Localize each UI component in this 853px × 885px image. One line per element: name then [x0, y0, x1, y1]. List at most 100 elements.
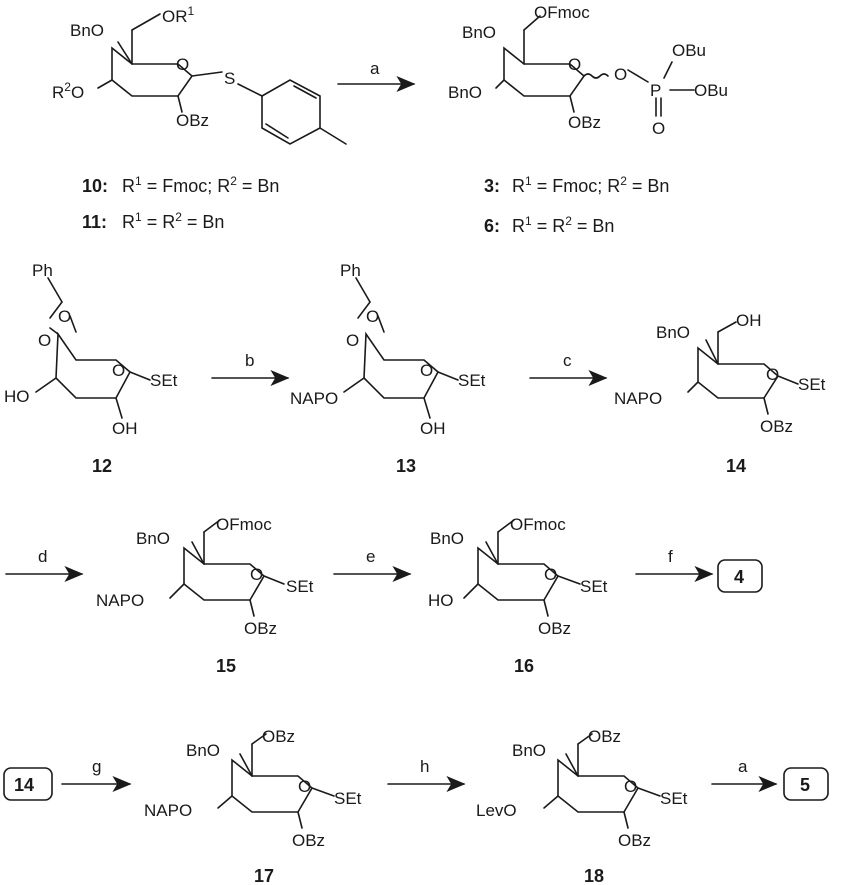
ring-o-label-15: O: [250, 565, 263, 584]
bno-label-17: BnO: [186, 741, 220, 760]
set-label-18: SEt: [660, 789, 688, 808]
ho-label-16: HO: [428, 591, 454, 610]
set-label-17: SEt: [334, 789, 362, 808]
napo-label-15: NAPO: [96, 591, 144, 610]
ring-o-label-18: O: [624, 777, 637, 796]
compound-10-label: 10:: [82, 176, 108, 196]
compound-13-label: 13: [396, 456, 416, 476]
structure-14: [687, 321, 799, 415]
napo-label-17: NAPO: [144, 801, 192, 820]
obz-label-18: OBz: [618, 831, 651, 850]
structure-16: [463, 519, 581, 617]
ph-label-13: Ph: [340, 261, 361, 280]
ring-oxygen-label: O: [176, 55, 189, 74]
acetal-o2-label-12: O: [38, 331, 51, 350]
structure-13: [343, 277, 459, 419]
compound-5-label: 5: [800, 775, 810, 795]
structure-10: [97, 13, 347, 145]
structure-15: [169, 519, 285, 617]
step-d-label: d: [38, 547, 47, 566]
set-label-14: SEt: [798, 375, 826, 394]
compound-14-label: 14: [726, 456, 746, 476]
ring-oxygen-label-3: O: [568, 55, 581, 74]
structure-12: [35, 277, 151, 419]
compound-6-label: 6:: [484, 216, 500, 236]
compound-4-box: [717, 559, 763, 593]
r2o-label: R2O: [52, 80, 84, 102]
compound-3-label: 3:: [484, 176, 500, 196]
obz-top-label-17: OBz: [262, 727, 295, 746]
set-label-16: SEt: [580, 577, 608, 596]
step-b-label: b: [245, 351, 254, 370]
oh-label-13: OH: [420, 419, 446, 438]
obz-label-16: OBz: [538, 619, 571, 638]
phosphoryl-oxygen-label: O: [652, 119, 665, 138]
step-a-label: a: [370, 59, 380, 78]
set-label-12: SEt: [150, 371, 178, 390]
napo-label-13: NAPO: [290, 389, 338, 408]
or1-label: OR1: [162, 4, 195, 26]
compound-16-label: 16: [514, 656, 534, 676]
step-e-label: e: [366, 547, 375, 566]
oh-label-12: OH: [112, 419, 138, 438]
compound-12-label: 12: [92, 456, 112, 476]
acetal-o2-label-13: O: [346, 331, 359, 350]
thio-label: S: [224, 69, 235, 88]
compound-14-box: [3, 767, 53, 801]
bno-label-18: BnO: [512, 741, 546, 760]
bno-label-15: BnO: [136, 529, 170, 548]
ofmoc-label: OFmoc: [534, 3, 590, 22]
bno-label-3b: BnO: [448, 83, 482, 102]
caption-10: R1 = Fmoc; R2 = Bn: [122, 174, 279, 196]
bno-label: BnO: [70, 21, 104, 40]
ring-o-label-14: O: [766, 365, 779, 384]
ring-o-label-17: O: [298, 777, 311, 796]
obz-label-17: OBz: [292, 831, 325, 850]
step-c-label: c: [563, 351, 572, 370]
obz-label-15: OBz: [244, 619, 277, 638]
obz-label-14: OBz: [760, 417, 793, 436]
caption-6: R1 = R2 = Bn: [512, 214, 614, 236]
obz-label: OBz: [176, 111, 209, 130]
structure-3: [495, 15, 695, 117]
obz-top-label-18: OBz: [588, 727, 621, 746]
acetal-o1-label-12: O: [58, 307, 71, 326]
napo-label-14: NAPO: [614, 389, 662, 408]
ofmoc-label-15: OFmoc: [216, 515, 272, 534]
set-label-15: SEt: [286, 577, 314, 596]
step-g-label: g: [92, 757, 101, 776]
caption-11: R1 = R2 = Bn: [122, 210, 224, 232]
structure-17: [217, 733, 335, 829]
compound-11-label: 11:: [82, 212, 107, 232]
obu-label-2: OBu: [694, 81, 728, 100]
ring-o-label-13: O: [420, 361, 433, 380]
compound-4-label: 4: [734, 567, 744, 587]
ho-label-12: HO: [4, 387, 30, 406]
step-f-label: f: [668, 547, 673, 566]
ph-label-12: Ph: [32, 261, 53, 280]
step-a2-label: a: [738, 757, 748, 776]
phosphate-oxygen-label: O: [614, 65, 627, 84]
ofmoc-label-16: OFmoc: [510, 515, 566, 534]
set-label-13: SEt: [458, 371, 486, 390]
obu-label-1: OBu: [672, 41, 706, 60]
compound-17-label: 17: [254, 866, 274, 885]
bno-label-3a: BnO: [462, 23, 496, 42]
compound-15-label: 15: [216, 656, 236, 676]
phosphorus-label: P: [650, 81, 661, 100]
ring-o-label-16: O: [544, 565, 557, 584]
bno-label-16: BnO: [430, 529, 464, 548]
ring-o-label-12: O: [112, 361, 125, 380]
obz-label-3: OBz: [568, 113, 601, 132]
caption-3: R1 = Fmoc; R2 = Bn: [512, 174, 669, 196]
oh-label-14: OH: [736, 311, 762, 330]
compound-18-label: 18: [584, 866, 604, 885]
step-h-label: h: [420, 757, 429, 776]
acetal-o1-label-13: O: [366, 307, 379, 326]
structure-18: [543, 733, 661, 829]
levo-label-18: LevO: [476, 801, 517, 820]
compound-14-box-label: 14: [14, 775, 34, 795]
compound-5-box: [783, 767, 829, 801]
bno-label-14: BnO: [656, 323, 690, 342]
